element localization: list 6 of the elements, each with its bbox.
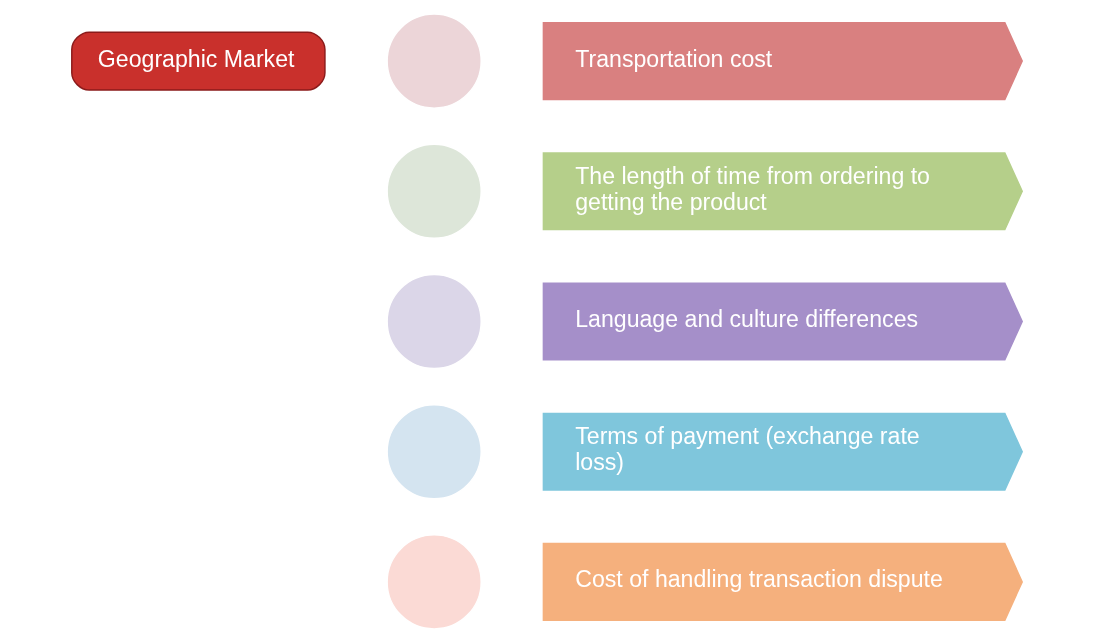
node-circle [386,143,482,240]
node-circle [386,534,482,630]
node-circle [386,403,482,500]
node-circle [386,273,482,370]
node-circle [386,13,482,109]
node-box: Geographic Market [71,31,326,91]
